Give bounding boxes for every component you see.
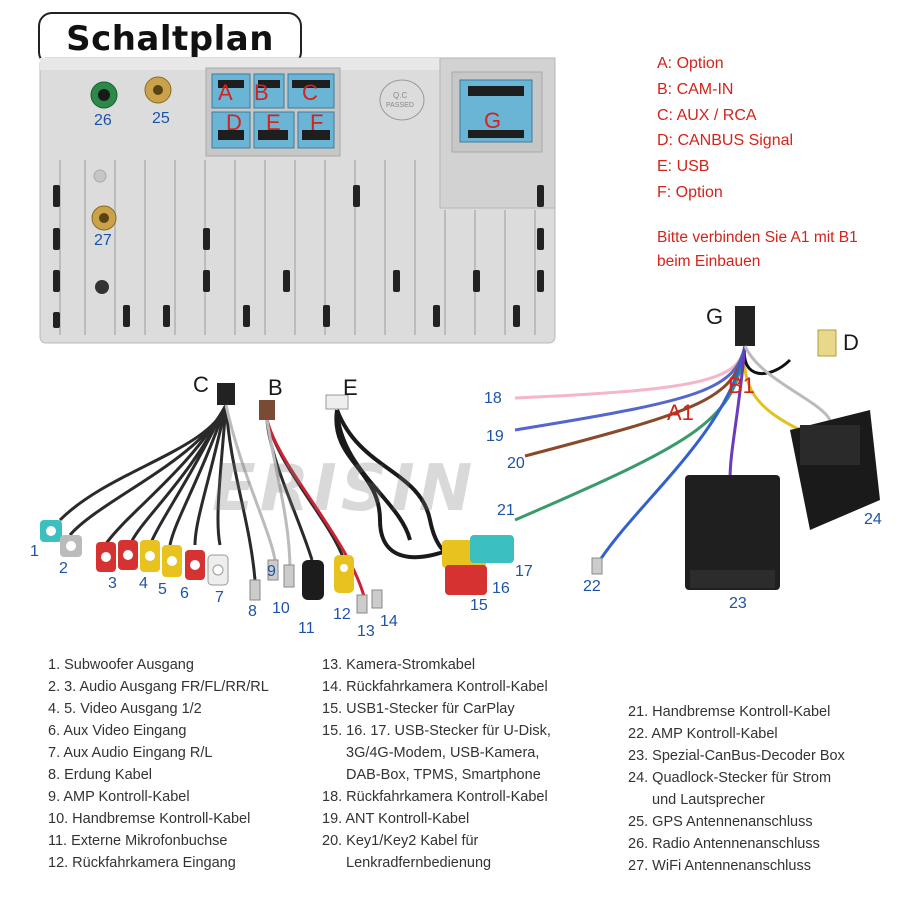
cable-label-c: C (193, 372, 209, 397)
cable-label-b: B (268, 375, 283, 400)
cable-number: 7 (215, 589, 224, 606)
cable-number: 13 (357, 623, 375, 640)
legend-item: A: Option (657, 55, 724, 72)
legend-item: F: Option (657, 184, 723, 201)
list-item: und Lautsprecher (652, 792, 765, 808)
install-note: beim Einbauen (657, 253, 761, 270)
port-number-26: 26 (94, 112, 112, 129)
list-item: 8. Erdung Kabel (48, 767, 152, 783)
cable-number: 21 (497, 502, 515, 519)
list-item: 2. 3. Audio Ausgang FR/FL/RR/RL (48, 679, 269, 695)
cable-number: 24 (864, 511, 882, 528)
list-item: 21. Handbremse Kontroll-Kabel (628, 704, 831, 720)
cable-number: 5 (158, 581, 167, 598)
connector-label-e: E (266, 110, 281, 135)
list-item: 24. Quadlock-Stecker für Strom (628, 770, 832, 786)
cable-number: 6 (180, 585, 189, 602)
cable-label-g: G (706, 304, 724, 329)
cable-number: 18 (484, 390, 502, 407)
connector-label-f: F (310, 110, 324, 135)
list-item: 25. GPS Antennenanschluss (628, 814, 813, 830)
list-item: 22. AMP Kontroll-Kabel (628, 726, 778, 742)
list-item: 15. USB1-Stecker für CarPlay (322, 701, 515, 717)
cable-number: 1 (30, 543, 39, 560)
cable-label-d: D (843, 330, 859, 355)
legend-item: C: AUX / RCA (657, 107, 757, 124)
list-item: 23. Spezial-CanBus-Decoder Box (628, 748, 845, 764)
cable-number: 3 (108, 575, 117, 592)
legend-item: B: CAM-IN (657, 81, 734, 98)
legend-item: E: USB (657, 158, 710, 175)
cable-label-b1: B1 (728, 373, 755, 398)
list-item: Lenkradfernbedienung (346, 855, 492, 871)
list-item: 26. Radio Antennenanschluss (628, 836, 820, 852)
cable-number: 10 (272, 600, 290, 617)
list-item: 14. Rückfahrkamera Kontroll-Kabel (322, 679, 548, 695)
list-item: 20. Key1/Key2 Kabel für (322, 833, 479, 849)
cable-number: 22 (583, 578, 601, 595)
list-item: 10. Handbremse Kontroll-Kabel (48, 811, 251, 827)
cable-label-a1: A1 (667, 400, 694, 425)
cable-number: 20 (507, 455, 525, 472)
list-item: 4. 5. Video Ausgang 1/2 (48, 701, 202, 717)
list-item: 19. ANT Kontroll-Kabel (322, 811, 470, 827)
list-item: 13. Kamera-Stromkabel (322, 657, 476, 673)
cable-number: 8 (248, 603, 257, 620)
cable-number: 14 (380, 613, 398, 630)
connector-label-b: B (254, 80, 269, 105)
list-item: 6. Aux Video Eingang (48, 723, 187, 739)
list-item: 12. Rückfahrkamera Eingang (48, 855, 236, 871)
watermark-logo: ERISIN (212, 452, 477, 526)
qc-passed-label: PASSED (386, 102, 414, 109)
cable-number: 12 (333, 606, 351, 623)
list-item: 11. Externe Mikrofonbuchse (48, 833, 228, 849)
list-item: 15. 16. 17. USB-Stecker für U-Disk, (322, 723, 551, 739)
qc-label: Q.C (393, 91, 408, 100)
list-item: DAB-Box, TPMS, Smartphone (346, 767, 541, 783)
cable-number: 2 (59, 560, 68, 577)
cable-number: 23 (729, 595, 747, 612)
cable-number: 16 (492, 580, 510, 597)
list-item: 7. Aux Audio Eingang R/L (48, 745, 213, 761)
port-number-27: 27 (94, 232, 112, 249)
cable-number: 11 (298, 620, 315, 637)
cable-number: 15 (470, 597, 488, 614)
list-item: 9. AMP Kontroll-Kabel (48, 789, 190, 805)
connector-label-c: C (302, 80, 318, 105)
legend-item: D: CANBUS Signal (657, 132, 794, 149)
list-item: 18. Rückfahrkamera Kontroll-Kabel (322, 789, 548, 805)
cable-number: 17 (515, 563, 533, 580)
cable-label-e: E (343, 375, 358, 400)
list-item: 1. Subwoofer Ausgang (48, 657, 194, 673)
install-note: Bitte verbinden Sie A1 mit B1 (657, 229, 858, 246)
connector-label-g: G (484, 108, 502, 133)
cable-number: 4 (139, 575, 148, 592)
list-item: 27. WiFi Antennenanschluss (628, 858, 811, 874)
list-item: 3G/4G-Modem, USB-Kamera, (346, 745, 540, 761)
cable-number: 19 (486, 428, 504, 445)
cable-number: 9 (267, 563, 276, 580)
connector-label-d: D (226, 110, 242, 135)
connector-label-a: A (218, 80, 233, 105)
port-number-25: 25 (152, 110, 170, 127)
page-title: Schaltplan (38, 12, 302, 66)
